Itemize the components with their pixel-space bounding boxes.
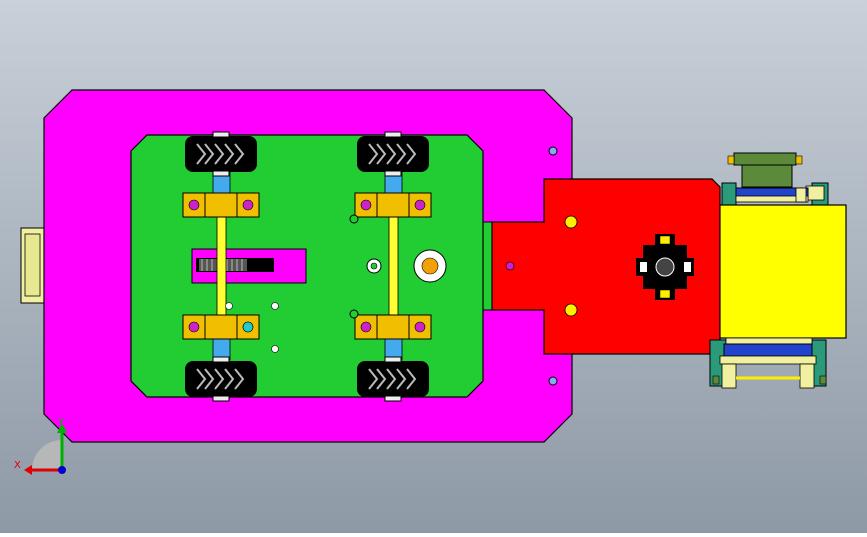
- axle-block-front-left: [354, 192, 432, 218]
- y-axis-label: Y: [57, 417, 65, 428]
- deck-screw: [349, 309, 359, 319]
- deck-hole: [225, 302, 233, 310]
- x-axis-label: X: [14, 460, 21, 471]
- wheel-front-right[interactable]: [356, 356, 430, 402]
- arm-pin: [505, 261, 515, 271]
- chassis-bolt-hole: [548, 146, 558, 156]
- axle-block-front-right: [354, 314, 432, 340]
- coordinate-triad: Y X: [14, 417, 67, 475]
- gripper-body: [719, 204, 847, 339]
- rear-connector-inner: [24, 233, 41, 297]
- gripper-roller-bottom: [723, 343, 813, 357]
- deck-hole: [271, 302, 279, 310]
- deck-screw: [349, 214, 359, 224]
- gripper-frame-left: [721, 182, 737, 206]
- wheel-rear-right[interactable]: [184, 356, 258, 402]
- gripper-assembly[interactable]: [709, 152, 847, 389]
- arm-bolt: [564, 215, 578, 229]
- arm-servo-gear: [636, 234, 694, 300]
- axle-block-rear-left: [182, 192, 260, 218]
- gripper-motor: [741, 164, 793, 188]
- chassis-bolt-hole: [548, 376, 558, 386]
- gripper-motor-top: [733, 152, 797, 166]
- wheel-rear-left[interactable]: [184, 131, 258, 177]
- arm-bolt: [564, 303, 578, 317]
- sensor-marker: [242, 321, 254, 333]
- wheel-front-left[interactable]: [356, 131, 430, 177]
- deck-hole: [271, 345, 279, 353]
